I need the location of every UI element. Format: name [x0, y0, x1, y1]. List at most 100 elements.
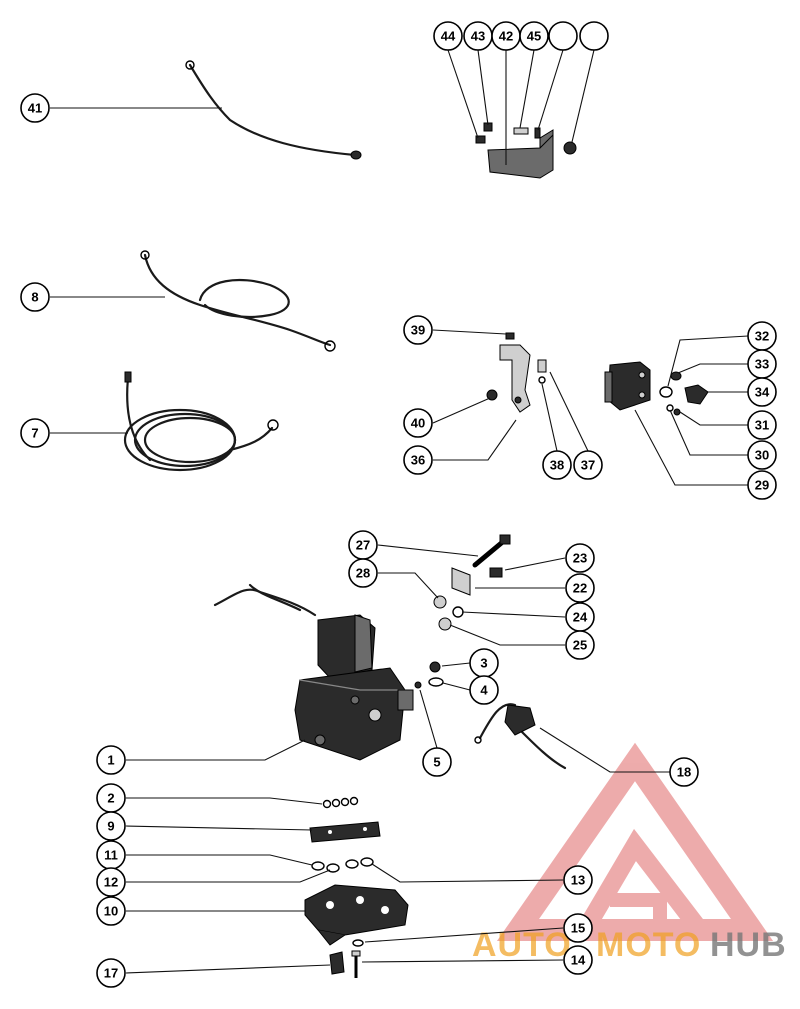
- part-gasket: [309, 821, 381, 843]
- watermark-auto: AUTO: [472, 926, 572, 964]
- svg-text:43: 43: [471, 29, 485, 44]
- svg-text:27: 27: [356, 538, 370, 553]
- callout-11: 11: [96, 840, 126, 870]
- part-solenoid: [604, 361, 709, 416]
- svg-text:24: 24: [573, 610, 588, 625]
- callout-44: [548, 21, 578, 51]
- callout-34: 36: [403, 445, 433, 475]
- callout-33: 34: [747, 377, 777, 407]
- svg-text:12: 12: [104, 875, 118, 890]
- callout-3: 3: [469, 648, 499, 678]
- callout-29: 30: [747, 440, 777, 470]
- svg-text:33: 33: [755, 357, 769, 372]
- callout-18: 18: [669, 757, 699, 787]
- callout-1: 1: [96, 745, 126, 775]
- svg-text:8: 8: [31, 290, 38, 305]
- svg-text:29: 29: [755, 478, 769, 493]
- callout-40: 42: [491, 21, 521, 51]
- part-valve-body: [304, 884, 409, 946]
- svg-text:14: 14: [571, 953, 586, 968]
- callout-45: [579, 21, 609, 51]
- part-hardware-group: [433, 534, 511, 631]
- callout-35: 37: [573, 450, 603, 480]
- svg-text:13: 13: [571, 873, 585, 888]
- callout-26: 27: [348, 530, 378, 560]
- svg-text:41: 41: [28, 101, 42, 116]
- svg-text:32: 32: [755, 329, 769, 344]
- svg-text:28: 28: [356, 566, 370, 581]
- part-ground-cable: [185, 60, 362, 160]
- part-mounting-bracket: [486, 332, 547, 413]
- callout-32: 33: [747, 349, 777, 379]
- svg-text:31: 31: [755, 418, 769, 433]
- leader-lines: [50, 49, 749, 974]
- svg-text:18: 18: [677, 765, 691, 780]
- svg-text:11: 11: [104, 848, 118, 863]
- svg-text:17: 17: [104, 966, 118, 981]
- svg-text:34: 34: [755, 385, 770, 400]
- svg-text:9: 9: [107, 819, 114, 834]
- svg-text:40: 40: [411, 416, 425, 431]
- svg-text:44: 44: [441, 29, 456, 44]
- callout-43: 45: [519, 21, 549, 51]
- svg-text:2: 2: [107, 791, 114, 806]
- callout-23: 23: [565, 543, 595, 573]
- svg-text:7: 7: [31, 426, 38, 441]
- callout-7: 7: [20, 418, 50, 448]
- callout-12: 12: [96, 867, 126, 897]
- callout-38: 40: [403, 408, 433, 438]
- svg-text:45: 45: [527, 29, 541, 44]
- svg-text:15: 15: [571, 921, 585, 936]
- callout-27: 28: [348, 558, 378, 588]
- callout-30: 31: [747, 410, 777, 440]
- svg-text:42: 42: [499, 29, 513, 44]
- callout-4: 4: [469, 675, 499, 705]
- callout-2: 2: [96, 783, 126, 813]
- svg-text:36: 36: [411, 453, 425, 468]
- callout-5: 5: [422, 747, 452, 777]
- part-battery-cable: [123, 371, 279, 472]
- callout-13: 13: [563, 865, 593, 895]
- callout-8: 8: [20, 282, 50, 312]
- svg-text:38: 38: [550, 458, 564, 473]
- callout-14: 14: [563, 945, 593, 975]
- callout-17: 17: [96, 958, 126, 988]
- callout-25: 25: [565, 630, 595, 660]
- svg-text:23: 23: [573, 551, 587, 566]
- svg-text:22: 22: [573, 581, 587, 596]
- watermark-logo: [496, 742, 774, 941]
- callout-9: 9: [96, 811, 126, 841]
- callout-31: 32: [747, 321, 777, 351]
- svg-text:25: 25: [573, 638, 587, 653]
- svg-text:1: 1: [107, 753, 114, 768]
- callout-22: 22: [565, 573, 595, 603]
- callout-42: 44: [433, 21, 463, 51]
- svg-text:3: 3: [480, 656, 487, 671]
- part-valve-screws: [329, 939, 364, 978]
- callout-41: 43: [463, 21, 493, 51]
- part-wire-harness: [140, 250, 336, 352]
- callout-24: 24: [565, 602, 595, 632]
- callout-10: 10: [96, 896, 126, 926]
- svg-text:4: 4: [480, 683, 488, 698]
- svg-text:37: 37: [581, 458, 595, 473]
- callout-37: 39: [403, 315, 433, 345]
- watermark-hub: HUB: [710, 926, 787, 964]
- part-o-rings-lower: [311, 857, 374, 873]
- callout-36: 38: [542, 450, 572, 480]
- svg-text:39: 39: [411, 323, 425, 338]
- part-bracket-assembly: [475, 122, 577, 179]
- watermark-moto: MOTO: [596, 926, 701, 964]
- callout-39: 41: [20, 93, 50, 123]
- part-trim-switch: [474, 703, 567, 770]
- part-pump-motor: [213, 583, 414, 761]
- part-o-rings-set: [322, 796, 359, 809]
- svg-text:10: 10: [104, 904, 118, 919]
- callout-labels: 41 44 43 42 45 8 7 39 40 36 38 37 32 33 …: [20, 21, 777, 988]
- svg-text:30: 30: [755, 448, 769, 463]
- watermark-text: AUTO MOTO HUB: [472, 926, 787, 964]
- callout-15: 15: [563, 913, 593, 943]
- callout-28: 29: [747, 470, 777, 500]
